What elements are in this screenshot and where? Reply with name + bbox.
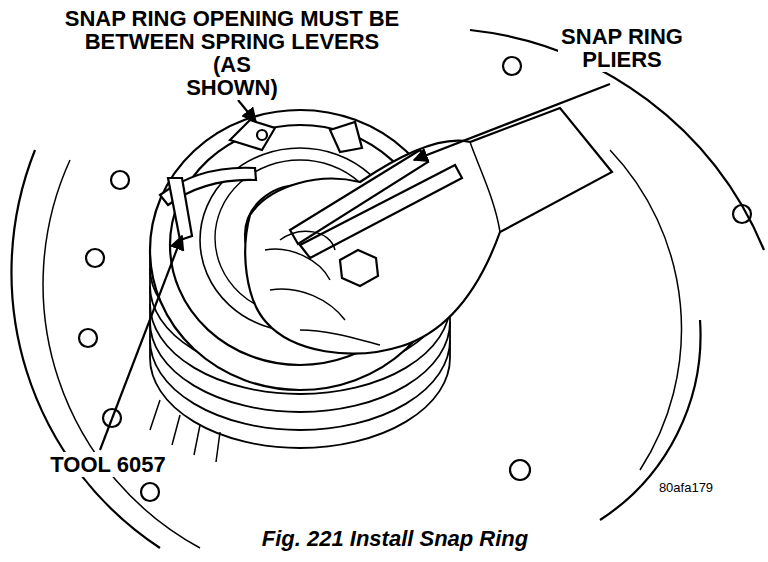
housing-edge [610,150,682,470]
text-line: PLIERS [561,48,683,71]
text-line: SNAP RING [561,25,683,48]
part-label: SNAP RING PLIERS [558,24,686,72]
leader-arrow [238,100,256,122]
figure-caption: Fig. 221 Install Snap Ring [259,526,532,551]
text-line: SHOWN) [65,76,400,99]
text-line: TOOL 6057 [50,453,165,476]
hand [245,108,612,354]
text-line: 80afa179 [659,481,713,495]
leader-arrow [100,236,182,450]
spring-lever [330,122,362,152]
bolt-holes [79,57,751,501]
text-line: Fig. 221 Install Snap Ring [262,527,529,550]
text-line: SNAP RING OPENING MUST BE [65,7,400,30]
figure-code: 80afa179 [656,480,716,496]
instruction-note: SNAP RING OPENING MUST BE BETWEEN SPRING… [62,6,403,100]
tool-label: TOOL 6057 [47,452,168,477]
snap-ring-pliers [280,150,462,286]
text-line: (AS [65,53,400,76]
text-line: BETWEEN SPRING LEVERS [65,30,400,53]
leader-arrow [414,84,610,160]
spring-lever [230,120,275,150]
tool-leg [168,178,192,240]
